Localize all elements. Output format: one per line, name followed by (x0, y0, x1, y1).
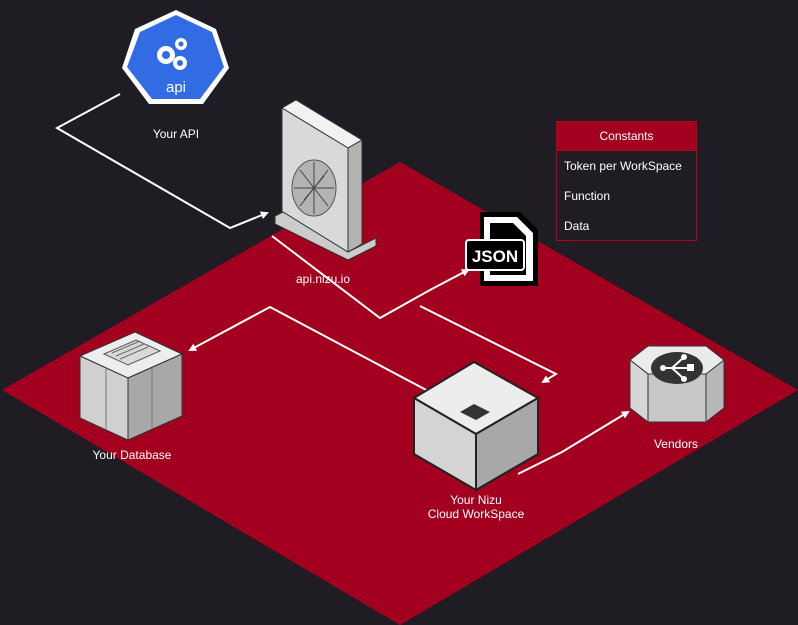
kubernetes-api-icon: api (122, 10, 229, 104)
legend-title: Constants (557, 122, 696, 151)
connector-gateway-to-json (271, 235, 470, 320)
connector-workspace-to-database (188, 305, 431, 393)
gateway-label: api.nizu.io (295, 272, 351, 286)
cloud-workspace-cube-icon (412, 360, 541, 492)
api-badge-text: api (166, 79, 186, 96)
api-label: Your API (152, 127, 200, 141)
vendors-label: Vendors (653, 437, 699, 451)
connector-workspace-to-vendors (517, 410, 630, 475)
workspace-label-line1: Your Nizu (450, 493, 502, 507)
legend-item-data: Data (564, 219, 590, 233)
database-server-icon (78, 331, 184, 441)
server-tower-icon (274, 99, 377, 261)
legend-item-token: Token per WorkSpace (564, 159, 682, 173)
vendors-network-icon (629, 345, 725, 424)
connector-api-to-gateway (54, 93, 269, 230)
database-label: Your Database (92, 448, 172, 462)
gears-icon (157, 38, 187, 70)
json-badge-text: JSON (472, 247, 518, 266)
constants-legend: Constants Token per WorkSpace Function D… (556, 121, 697, 241)
connector-gateway-to-workspace (419, 305, 559, 384)
json-file-icon: JSON (465, 212, 538, 286)
workspace-label: Your Nizu Cloud WorkSpace (406, 493, 546, 521)
network-icon (660, 354, 694, 382)
legend-item-function: Function (564, 189, 611, 203)
workspace-label-line2: Cloud WorkSpace (427, 507, 525, 521)
platform-plane (2, 162, 798, 625)
